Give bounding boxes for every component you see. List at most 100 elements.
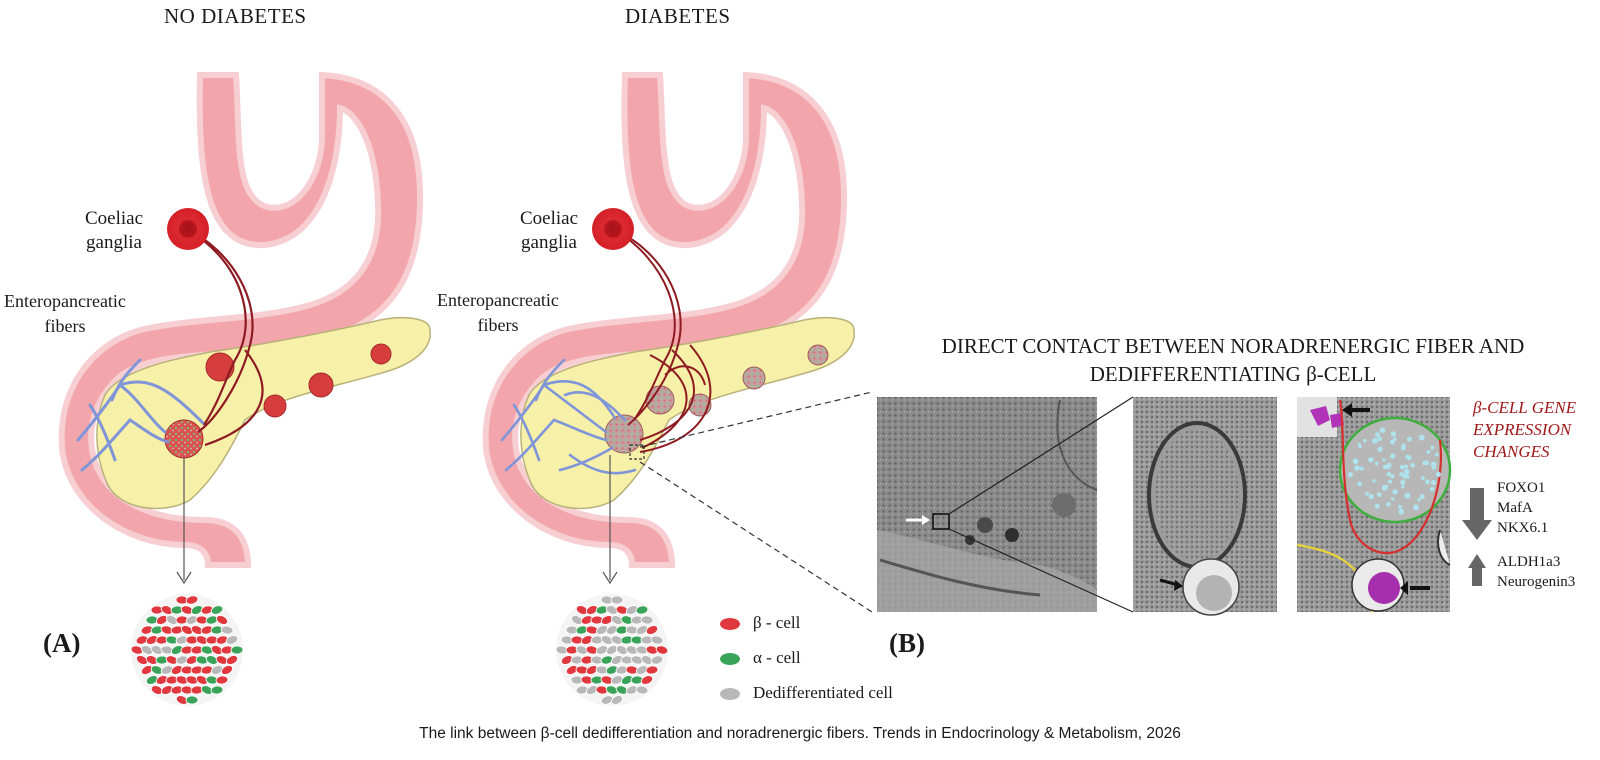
islet-cell: [640, 615, 654, 625]
vesicle: [1398, 508, 1405, 515]
islet-cell: [225, 655, 239, 665]
islet-cell: [610, 695, 624, 705]
vesicle: [1430, 445, 1435, 450]
islet-arrow-b: [602, 455, 618, 585]
vesicle: [1388, 479, 1392, 484]
gene-item: Neurogenin3: [1497, 574, 1576, 590]
vesicle: [1386, 462, 1392, 468]
islet-cell: [221, 665, 233, 675]
gene-item: FOXO1: [1497, 480, 1546, 496]
vesicle: [1401, 485, 1405, 489]
ganglia-line2: ganglia: [521, 232, 577, 253]
vesicle: [1372, 479, 1376, 483]
islet-cell: [190, 605, 204, 615]
islet-cell: [225, 635, 239, 645]
vesicle: [1406, 455, 1412, 461]
vesicle: [1362, 438, 1367, 443]
vesicle: [1410, 463, 1415, 468]
fibers-line1: Enteropancreatic: [437, 290, 559, 310]
pancreas-a: [96, 317, 431, 510]
vesicle: [1352, 458, 1359, 465]
stomach-a: [58, 71, 424, 568]
legend-alpha-swatch: [720, 653, 740, 665]
islet-cell: [645, 625, 659, 635]
vesicle: [1404, 492, 1411, 499]
islet-cell: [585, 605, 599, 615]
islet-cell: [615, 645, 629, 655]
pancreas-b: [520, 317, 855, 510]
islet-cell: [635, 685, 649, 695]
vesicle: [1425, 479, 1430, 485]
islet-cell: [636, 625, 648, 635]
islet-cell: [160, 685, 174, 695]
vesicle: [1390, 431, 1397, 437]
ganglia-line1: Coeliac: [85, 208, 144, 229]
islet-cell: [640, 675, 654, 685]
islet-cell: [650, 635, 664, 645]
vesicle: [1384, 484, 1389, 489]
vesicle: [1383, 464, 1387, 469]
vesicle: [1359, 466, 1364, 471]
panel-b-label: (B): [889, 628, 925, 658]
islet-cell: [595, 645, 609, 655]
vesicle: [1376, 492, 1382, 497]
contact-title: DIRECT CONTACT BETWEEN NORADRENERGIC FIB…: [873, 332, 1593, 388]
fibers-label-a: Enteropancreatic fibers: [4, 289, 126, 339]
vesicle: [1400, 479, 1406, 485]
vesicle: [1368, 493, 1374, 500]
vesicle: [1392, 437, 1397, 442]
stomach-b: [482, 71, 848, 568]
vesicle: [1418, 434, 1425, 441]
vesicle: [1377, 446, 1383, 452]
vesicle: [1386, 471, 1392, 477]
vesicle: [1390, 440, 1395, 445]
vesicle: [1406, 436, 1412, 442]
islet-cell: [610, 595, 624, 605]
vesicle: [1374, 461, 1379, 466]
up-arrow-icon: [1468, 554, 1486, 586]
vesicle: [1419, 494, 1425, 500]
gene-item: NKX6.1: [1497, 520, 1549, 536]
vesicle: [1377, 436, 1382, 442]
vesicle: [1435, 471, 1441, 477]
islet-cell: [171, 645, 183, 655]
zoom-lines: [629, 391, 873, 613]
figure-caption: The link between β-cell dedifferentiatio…: [419, 725, 1181, 742]
em-image-3: [1296, 397, 1452, 613]
islet-cell: [625, 605, 639, 615]
islet-cell: [650, 655, 664, 665]
islet-cell: [645, 665, 659, 675]
vesicle: [1424, 460, 1429, 466]
islet-cell: [185, 595, 199, 605]
vesicle: [1432, 466, 1436, 470]
gene-header-line3: CHANGES: [1473, 442, 1550, 461]
contact-title-line1: DIRECT CONTACT BETWEEN NORADRENERGIC FIB…: [941, 334, 1525, 358]
vesicle: [1390, 453, 1396, 459]
islet-cluster-b: [555, 594, 669, 706]
vesicle: [1375, 432, 1380, 437]
fibers-line2: fibers: [477, 315, 519, 335]
islet-cell: [216, 615, 228, 625]
islet-cell: [220, 625, 234, 635]
genes-up-list: ALDH1a3 Neurogenin3: [1497, 552, 1575, 592]
vesicle: [1354, 465, 1360, 471]
islet-cell: [655, 645, 669, 655]
islet-cell: [140, 645, 154, 655]
islet-arrow-a: [176, 458, 192, 585]
vesicle: [1365, 491, 1370, 496]
fibers-line2: fibers: [44, 316, 86, 336]
vesicle: [1402, 473, 1408, 479]
vesicle: [1399, 464, 1405, 470]
islet-cell: [210, 665, 224, 675]
vesicle: [1426, 450, 1431, 454]
panel-a-title: NO DIABETES: [164, 4, 307, 28]
coeliac-ganglion-b: [592, 208, 634, 250]
vesicle: [1403, 469, 1410, 475]
coeliac-ganglia-label-a: Coeliac ganglia: [85, 207, 143, 255]
vesicle: [1347, 472, 1353, 478]
legend-beta-label: β - cell: [753, 613, 801, 632]
down-arrow-icon: [1462, 488, 1492, 540]
vesicle: [1413, 504, 1419, 511]
islet-cell: [136, 655, 148, 665]
